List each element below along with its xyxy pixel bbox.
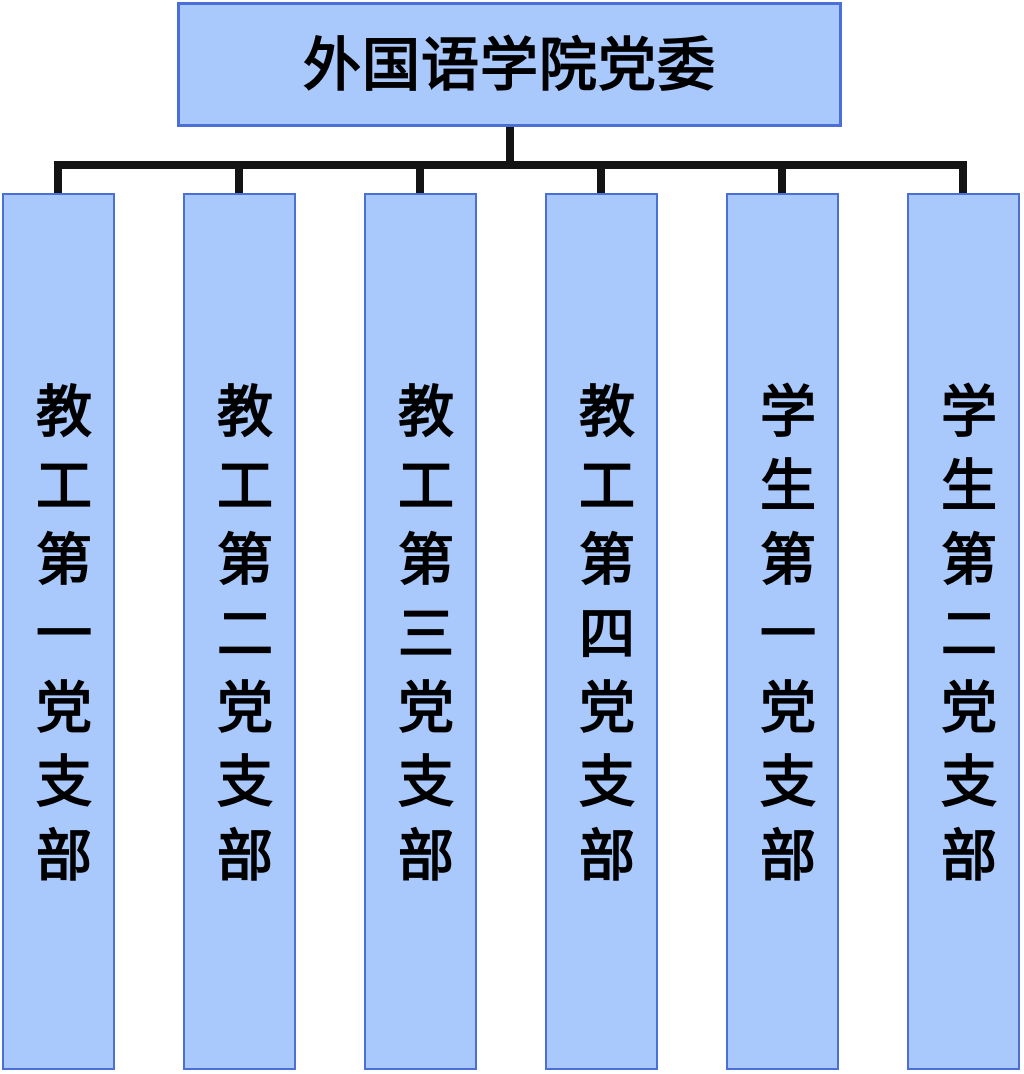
branch-node-label: 教工第二党支部	[207, 381, 273, 900]
connector-drop-4	[597, 161, 605, 196]
branch-node-6: 学生第二党支部	[907, 193, 1020, 1070]
branch-node-label: 学生第二党支部	[931, 381, 997, 900]
branch-node-4: 教工第四党支部	[545, 193, 658, 1070]
connector-drop-1	[54, 161, 62, 196]
branch-node-label: 学生第一党支部	[750, 381, 816, 900]
connector-drop-2	[235, 161, 243, 196]
branch-node-label: 教工第一党支部	[26, 381, 92, 900]
branch-node-label: 教工第四党支部	[569, 381, 635, 900]
branch-node-label: 教工第三党支部	[388, 381, 454, 900]
branch-node-3: 教工第三党支部	[364, 193, 477, 1070]
connector-drop-3	[416, 161, 424, 196]
connector-drop-6	[959, 161, 967, 196]
root-node: 外国语学院党委	[177, 2, 842, 127]
root-node-label: 外国语学院党委	[302, 30, 716, 99]
branch-node-5: 学生第一党支部	[726, 193, 839, 1070]
connector-drop-5	[778, 161, 786, 196]
connector-stem	[506, 127, 514, 169]
branch-node-2: 教工第二党支部	[183, 193, 296, 1070]
connector-bar	[54, 161, 967, 169]
branch-node-1: 教工第一党支部	[2, 193, 115, 1070]
